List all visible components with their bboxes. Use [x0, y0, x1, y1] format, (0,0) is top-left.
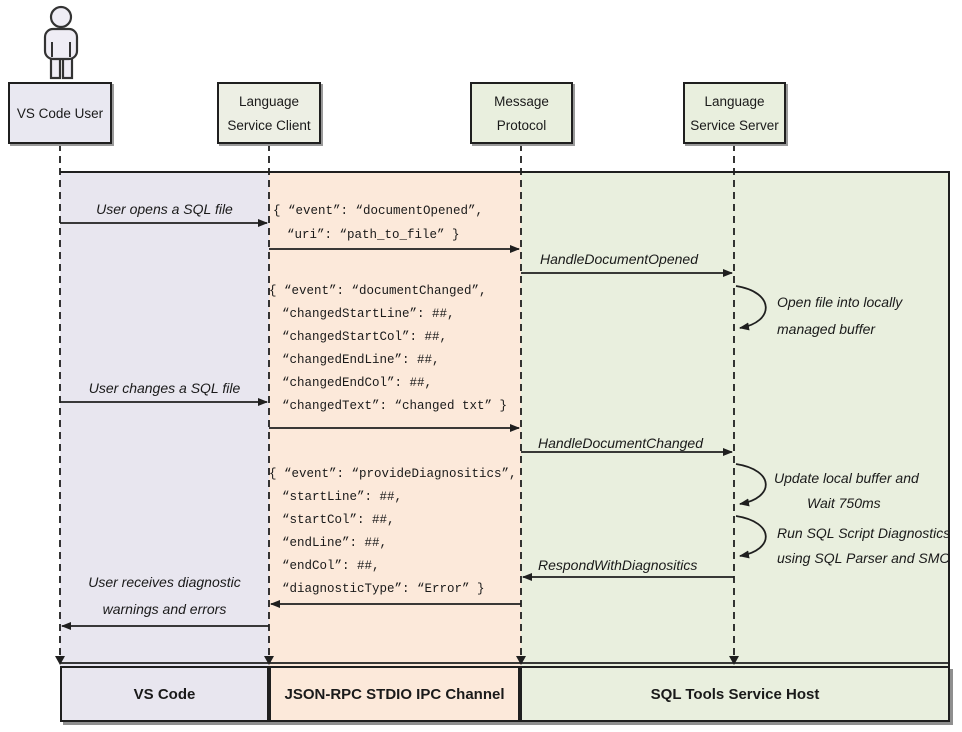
note-run-diagnostics-line1: Run SQL Script Diagnostics: [777, 525, 951, 541]
label-user-changes: User changes a SQL file: [88, 380, 241, 396]
footer-box-ipc-channel: JSON-RPC STDIO IPC Channel: [269, 666, 520, 722]
payload-provide-diagnostics-line: “endCol”: ##,: [282, 559, 380, 573]
label-handle-document-changed: HandleDocumentChanged: [538, 435, 703, 451]
lane-ipc-channel: [269, 172, 521, 722]
footer-label: JSON-RPC STDIO IPC Channel: [284, 685, 505, 703]
payload-document-changed-line: “changedEndLine”: ##,: [282, 353, 440, 367]
actor-box-client: Language Service Client: [217, 82, 321, 144]
note-open-file-line1: Open file into locally: [777, 294, 903, 310]
actor-label: Language: [238, 93, 300, 109]
label-respond-with-diagnostics: RespondWithDiagnositics: [538, 557, 698, 573]
actor-label: Message: [494, 93, 549, 109]
actor-label: VS Code User: [16, 105, 104, 121]
note-update-buffer-line2: Wait 750ms: [807, 495, 881, 511]
footer-label: SQL Tools Service Host: [650, 685, 820, 703]
footer-box-service-host: SQL Tools Service Host: [520, 666, 950, 722]
payload-document-changed-line: “changedText”: “changed txt” }: [282, 399, 508, 413]
payload-document-changed-line: { “event”: “documentChanged”,: [269, 284, 487, 298]
footer-box-vscode: VS Code: [60, 666, 269, 722]
payload-provide-diagnostics-line: “endLine”: ##,: [282, 536, 388, 550]
payload-provide-diagnostics-line: { “event”: “provideDiagnositics”,: [269, 467, 517, 481]
user-icon: [43, 5, 79, 80]
label-user-receives-line2: warnings and errors: [102, 601, 227, 617]
label-handle-document-opened: HandleDocumentOpened: [540, 251, 698, 267]
payload-provide-diagnostics-line: “diagnosticType”: “Error” }: [282, 582, 485, 596]
footer-label: VS Code: [133, 685, 196, 703]
note-update-buffer-line1: Update local buffer and: [774, 470, 919, 486]
payload-document-changed-line: “changedStartLine”: ##,: [282, 307, 455, 321]
actor-label: Service Server: [690, 117, 779, 133]
actor-label: Language: [704, 93, 765, 109]
lane-service-host: [521, 172, 950, 722]
label-user-opens: User opens a SQL file: [96, 201, 233, 217]
actor-label: Service Client: [227, 117, 311, 133]
payload-provide-diagnostics-line: “startCol”: ##,: [282, 513, 395, 527]
note-open-file-line2: managed buffer: [777, 321, 876, 337]
payload-document-opened-line: { “event”: “documentOpened”,: [273, 204, 484, 218]
label-user-receives-line1: User receives diagnostic: [88, 574, 241, 590]
payload-provide-diagnostics-line: “startLine”: ##,: [282, 490, 403, 504]
actor-label: Protocol: [496, 117, 547, 133]
actor-box-protocol: Message Protocol: [470, 82, 573, 144]
actor-box-user: VS Code User: [8, 82, 112, 144]
note-run-diagnostics-line2: using SQL Parser and SMO: [777, 550, 951, 566]
payload-document-changed-line: “changedEndCol”: ##,: [282, 376, 433, 390]
actor-box-server: Language Service Server: [683, 82, 786, 144]
payload-document-opened-line: “uri”: “path_to_file” }: [287, 228, 460, 242]
lane-vscode: [60, 172, 269, 722]
payload-document-changed-line: “changedStartCol”: ##,: [282, 330, 448, 344]
